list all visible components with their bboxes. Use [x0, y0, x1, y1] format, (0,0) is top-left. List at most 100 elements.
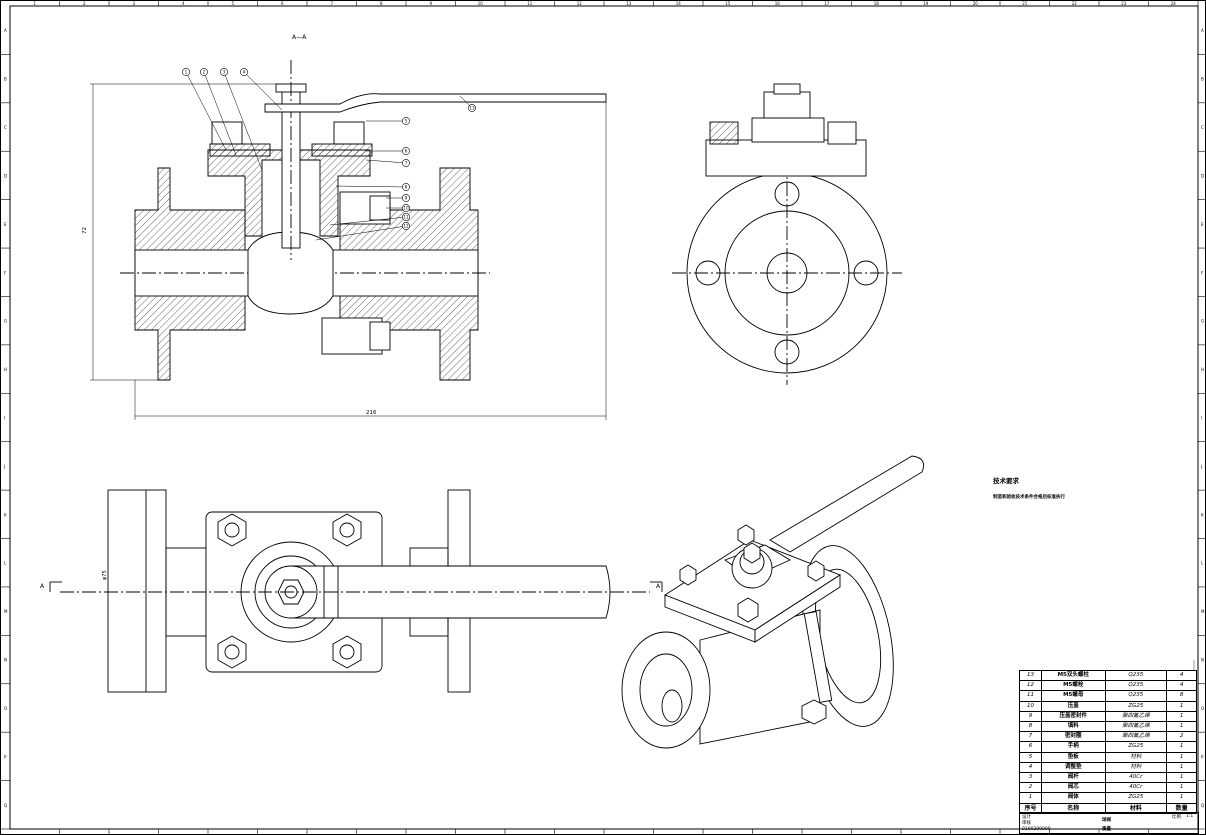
part-balloon: 8 — [405, 185, 408, 190]
border-column-label: 5 — [231, 1, 234, 6]
row-material: ZG25 — [1104, 741, 1168, 753]
row-no: 13 — [1019, 669, 1042, 682]
border-column-label: 2 — [83, 1, 86, 6]
row-name: M5螺栓 — [1040, 680, 1106, 692]
border-row-label: H — [4, 367, 7, 372]
row-no: 7 — [1019, 731, 1042, 743]
row-name: 阀芯 — [1040, 782, 1106, 794]
row-no: 1 — [1019, 792, 1042, 804]
tb-material: 质量 — [1102, 827, 1111, 832]
part-balloon: 10 — [403, 206, 409, 211]
row-qty: 8 — [1166, 690, 1197, 702]
row-no: 5 — [1019, 751, 1042, 763]
row-name: 阀杆 — [1040, 772, 1106, 784]
row-qty: 1 — [1166, 741, 1197, 753]
row-material: Q235 — [1104, 680, 1168, 692]
border-row-label: L — [4, 561, 7, 566]
row-qty: 1 — [1166, 761, 1197, 774]
border-column-label: 23 — [1121, 1, 1127, 6]
border-row-label: I — [1201, 416, 1202, 421]
border-row-label: K — [1201, 512, 1204, 517]
border-row-label: H — [1201, 367, 1204, 372]
border-column-label: 18 — [874, 1, 880, 6]
border-column-label: 9 — [429, 1, 432, 6]
row-name: 阀体 — [1040, 792, 1106, 804]
row-no: 2 — [1019, 782, 1042, 794]
dim-height: 72 — [82, 227, 88, 234]
border-column-label: 13 — [626, 1, 632, 6]
section-view: A—A 72 216 — [82, 34, 607, 420]
border-row-label: P — [1201, 754, 1204, 759]
part-balloon: 7 — [405, 161, 408, 166]
row-qty: 1 — [1166, 751, 1197, 763]
border-row-label: L — [1201, 561, 1204, 566]
border-row-label: G — [1201, 319, 1204, 324]
part-balloon: 3 — [223, 70, 226, 75]
part-balloon: 1 — [185, 70, 188, 75]
border-column-label: 6 — [281, 1, 284, 6]
border-column-label: 10 — [478, 1, 484, 6]
border-row-label: E — [1201, 222, 1204, 227]
row-material: 聚四氟乙烯 — [1104, 721, 1168, 733]
tech-req-title: 技术要求 — [993, 477, 1019, 485]
isometric-view — [621, 455, 925, 749]
tb-code: 0100200000 — [1022, 827, 1051, 832]
cut-marker-right: A — [656, 583, 661, 590]
border-row-label: M — [1201, 609, 1205, 614]
row-no: 12 — [1019, 680, 1042, 692]
border-column-label: 11 — [527, 1, 533, 6]
row-name: 填料 — [1040, 721, 1106, 733]
part-balloon: 9 — [405, 196, 408, 201]
border-column-label: 19 — [923, 1, 929, 6]
border-row-label: J — [1200, 464, 1202, 469]
border-row-label: N — [1201, 658, 1204, 663]
border-column-label: 8 — [380, 1, 383, 6]
border-column-label: 7 — [330, 1, 333, 6]
border-row-label: F — [4, 270, 7, 275]
part-balloon: 4 — [243, 70, 246, 75]
row-no: 4 — [1019, 761, 1042, 774]
border-row-label: C — [1201, 125, 1204, 130]
row-material: 40Cr — [1104, 772, 1168, 784]
border-column-label: 3 — [132, 1, 135, 6]
border-row-label: O — [1201, 706, 1204, 711]
row-no: 11 — [1019, 690, 1042, 702]
row-name: M5双头螺柱 — [1040, 669, 1106, 682]
border-column-label: 12 — [577, 1, 583, 6]
part-balloon: 2 — [203, 70, 206, 75]
border-row-label: O — [4, 706, 7, 711]
row-qty: 1 — [1166, 710, 1197, 723]
row-name: 压盖密封件 — [1040, 710, 1106, 723]
row-qty: 4 — [1166, 680, 1197, 692]
border-column-label: 15 — [725, 1, 731, 6]
cut-marker-left: A — [40, 583, 45, 590]
border-column-label: 21 — [1022, 1, 1028, 6]
border-row-label: D — [1201, 173, 1204, 178]
border-row-label: D — [4, 173, 7, 178]
border-row-label: B — [1201, 77, 1204, 82]
border-row-label: Q — [1201, 803, 1204, 808]
tb-check: 审核 — [1022, 821, 1031, 826]
row-qty: 1 — [1166, 700, 1197, 712]
row-name: 调整垫 — [1040, 761, 1106, 774]
border-row-label: E — [4, 222, 7, 227]
row-no: 8 — [1019, 721, 1042, 733]
part-balloon: 11 — [403, 215, 409, 220]
tb-scale-value: 1:1 — [1186, 814, 1194, 819]
row-material: 40Cr — [1104, 782, 1168, 794]
border-column-label: 22 — [1072, 1, 1078, 6]
border-column-label: 16 — [775, 1, 781, 6]
